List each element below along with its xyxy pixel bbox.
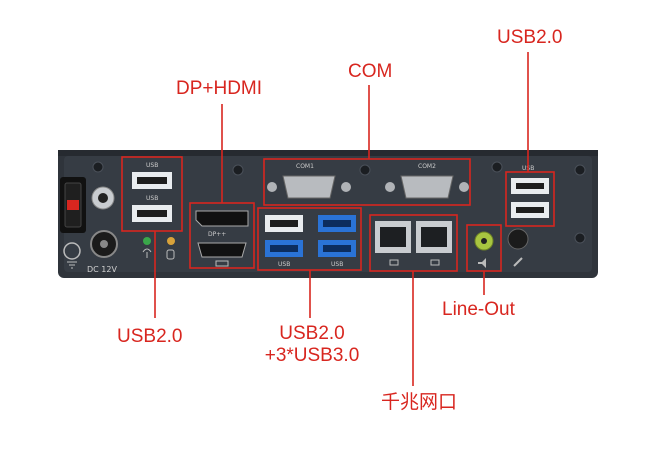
dc-power-jack[interactable] [90,230,118,258]
callout-line-out: Line-Out [442,299,515,320]
usb-left-label: USB [146,162,158,169]
hdmi-port[interactable] [197,242,247,258]
mic-jack[interactable] [507,228,529,267]
round-port-top[interactable] [91,186,115,210]
callout-com: COM [348,61,393,82]
usb-mid-block: USB USB [257,207,362,271]
callout-usb20-bottom-left: USB2.0 [117,326,183,347]
com-ports: COM1 COM2 [263,158,471,206]
com2-label: COM2 [418,163,436,170]
dp-hdmi-ports: DP++ [189,202,255,269]
callout-gigabit-lan: 千兆网口 [381,392,458,413]
usb-left-stack: USB USB [121,156,183,232]
com1-label: COM1 [296,163,314,170]
callout-usb20-top-right: USB2.0 [497,27,563,48]
callout-usb-combo-line1: USB2.0 [279,323,345,344]
dp-label: DP++ [208,231,226,238]
usb-left-label-2: USB [146,195,158,202]
callout-dp-hdmi: DP+HDMI [176,78,263,99]
callout-usb-combo: USB2.0 +3*USB3.0 [252,323,372,367]
com2-port[interactable] [400,175,454,199]
usb-mid-right-label: USB [331,261,343,268]
usb-right-stack: USB [505,165,555,227]
callout-lines [154,52,529,386]
usb-mid-left-label: USB [278,261,290,268]
status-leds [142,237,175,260]
power-switch[interactable] [60,177,86,233]
displayport[interactable] [195,210,249,227]
lan-ports [369,214,458,272]
ground-icon [63,242,81,269]
callout-usb-combo-line2: +3*USB3.0 [264,344,360,366]
dc-label: DC 12V [87,265,117,274]
com1-port[interactable] [282,175,336,199]
